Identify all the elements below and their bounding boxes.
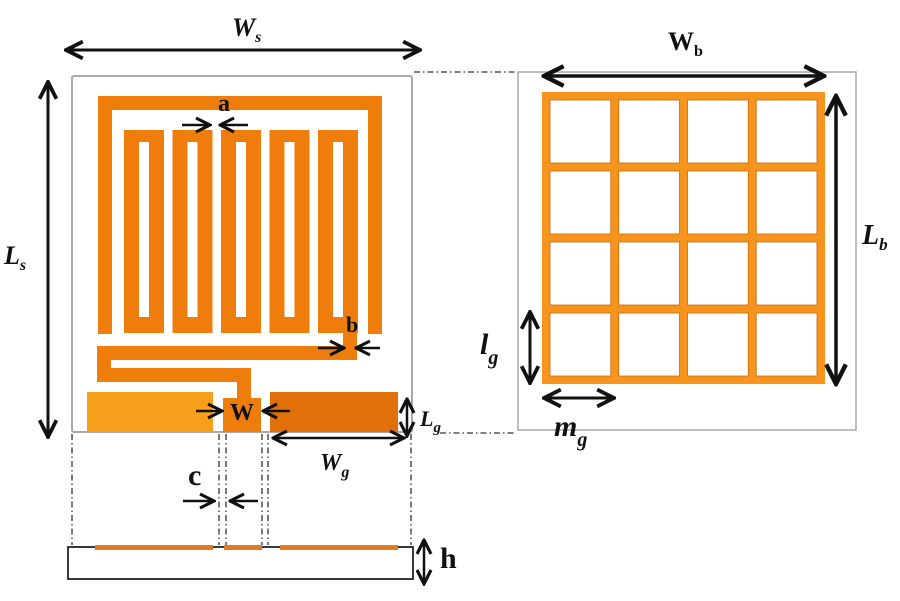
mg-label: mg bbox=[554, 410, 587, 451]
grid-cell bbox=[755, 312, 818, 377]
meander-line bbox=[97, 96, 382, 400]
grid-view bbox=[517, 71, 857, 431]
meander-finger-slot bbox=[139, 142, 149, 317]
grid-cells bbox=[549, 99, 818, 377]
grid-cell bbox=[549, 99, 612, 164]
lg-cell-label: lg bbox=[480, 328, 498, 369]
a-label: a bbox=[218, 91, 230, 117]
ls-label: Ls bbox=[3, 241, 26, 274]
meander-finger-slot bbox=[236, 142, 246, 317]
grid-cell bbox=[687, 99, 749, 164]
meander-return-bar bbox=[97, 368, 251, 382]
grid-cell bbox=[755, 241, 818, 306]
antenna-top-view bbox=[71, 75, 413, 433]
meander-finger-slot bbox=[187, 142, 198, 317]
feed-line bbox=[223, 398, 261, 432]
grid-cell bbox=[549, 241, 612, 306]
ground-plane-right bbox=[270, 392, 398, 432]
wb-label: Wb bbox=[668, 27, 703, 60]
meander-feed-connector bbox=[237, 368, 251, 400]
ws-label: Ws bbox=[232, 13, 261, 46]
meander-left-leg bbox=[98, 96, 112, 334]
substrate-side bbox=[67, 546, 414, 580]
grid-cell bbox=[618, 241, 680, 306]
lb-label: Lb bbox=[861, 220, 888, 254]
grid-cell bbox=[755, 99, 818, 164]
grid-cell bbox=[618, 312, 680, 377]
grid-cell bbox=[618, 170, 680, 235]
wg-label: Wg bbox=[320, 450, 349, 481]
side-copper-left bbox=[95, 545, 213, 550]
meander-lower-bar bbox=[97, 346, 357, 360]
grid-cell bbox=[549, 170, 612, 235]
side-copper-feed bbox=[224, 545, 262, 550]
lg-label: Lg bbox=[419, 406, 441, 436]
grid-cell bbox=[618, 99, 680, 164]
projection-lines bbox=[71, 71, 516, 545]
grid-cell bbox=[687, 312, 749, 377]
b-label: b bbox=[346, 312, 358, 337]
c-label: c bbox=[188, 459, 201, 492]
meander-finger-slot bbox=[284, 142, 295, 317]
grid-cell bbox=[549, 312, 612, 377]
grid-cell bbox=[755, 170, 818, 235]
meander-b-connector bbox=[343, 320, 357, 360]
meander-right-leg bbox=[368, 96, 382, 334]
ground-plane-left bbox=[87, 392, 213, 432]
grid-cell bbox=[687, 170, 749, 235]
meander-finger-slot bbox=[333, 142, 343, 317]
w-label: W bbox=[230, 400, 254, 426]
antenna-side-view bbox=[67, 545, 414, 580]
meander-top-bar bbox=[98, 96, 382, 110]
h-label: h bbox=[440, 542, 457, 575]
grid-cell bbox=[687, 241, 749, 306]
side-copper-right bbox=[280, 545, 398, 550]
